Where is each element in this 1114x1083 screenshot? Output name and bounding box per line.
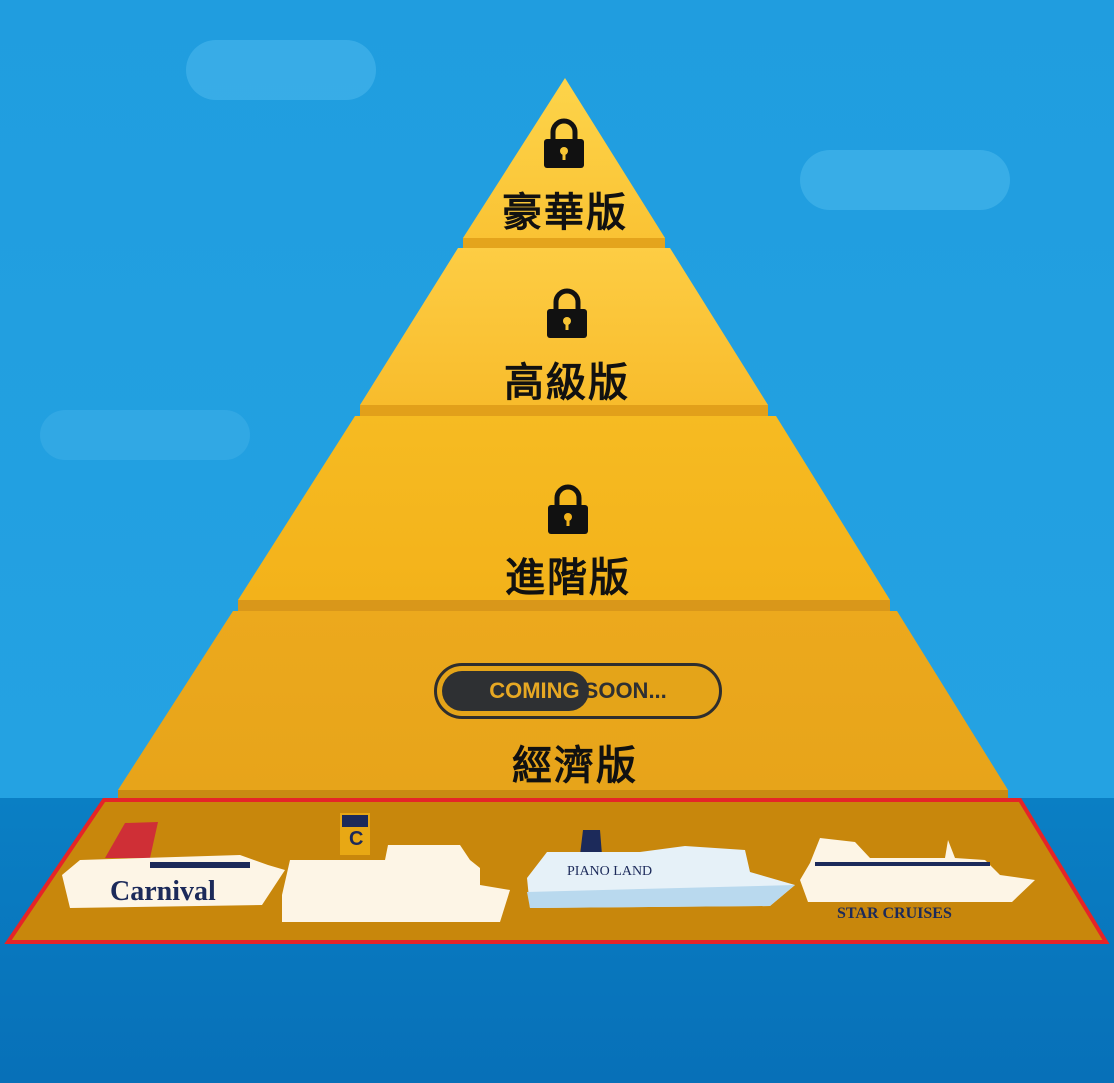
star-cruises-ship-icon (800, 838, 1035, 902)
carnival-ship-icon (62, 822, 285, 908)
cloud (40, 410, 250, 460)
carnival-logo-text: Carnival (110, 876, 216, 907)
costa-ship-icon (282, 813, 510, 922)
lock-icon (547, 288, 587, 338)
tier-label-deluxe: 豪華版 (502, 190, 628, 236)
tier-shelf (463, 238, 665, 248)
progress-text-soon: SOON... (583, 678, 667, 703)
tier-label-premium: 高級版 (504, 360, 630, 406)
tier-shelf (360, 405, 768, 416)
cloud (800, 150, 1010, 210)
piano-land-ship-icon (527, 830, 795, 908)
tier-label-advanced: 進階版 (505, 555, 631, 601)
piano-land-text: PIANO LAND (567, 864, 653, 879)
lock-icon (544, 118, 584, 168)
tier-shelf (118, 790, 1008, 800)
cloud (186, 40, 376, 100)
progress-fill (442, 671, 589, 711)
costa-funnel-letter: C (349, 828, 364, 850)
lock-icon (548, 484, 588, 534)
tier-shelf (238, 600, 890, 611)
star-cruises-text: STAR CRUISES (837, 905, 952, 922)
progress-text-coming: COMING (489, 678, 580, 703)
tier-label-economy: 經濟版 (512, 743, 638, 789)
